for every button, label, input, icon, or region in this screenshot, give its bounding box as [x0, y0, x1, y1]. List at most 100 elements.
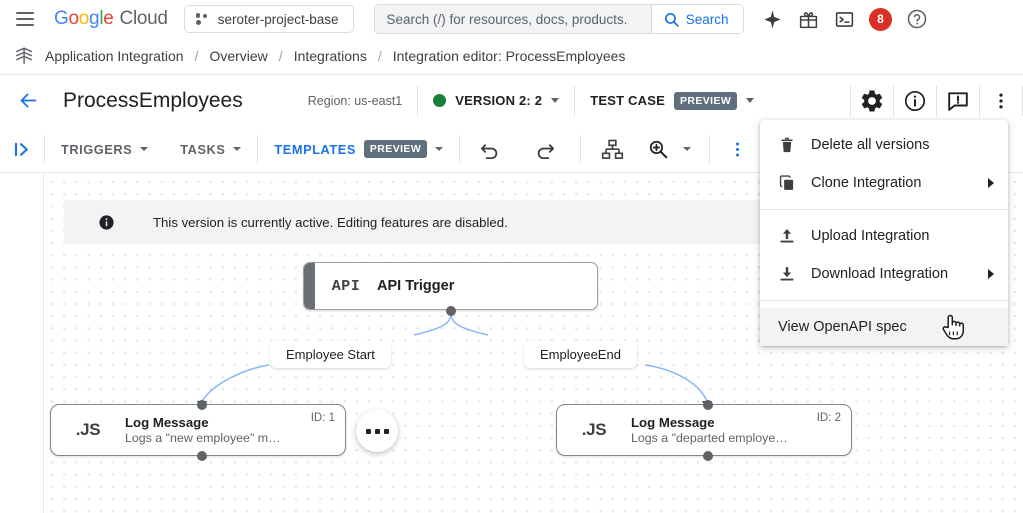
help-icon[interactable]: [900, 2, 934, 36]
menu-item-download-integration[interactable]: Download Integration: [760, 255, 1008, 293]
overflow-menu-icon[interactable]: [980, 80, 1022, 122]
undo-icon[interactable]: [468, 128, 510, 170]
feedback-icon[interactable]: [937, 80, 979, 122]
banner-text: This version is currently active. Editin…: [153, 214, 508, 230]
gemini-spark-icon[interactable]: [756, 2, 790, 36]
notifications-button[interactable]: 8: [864, 2, 898, 36]
node-input-port[interactable]: [703, 400, 713, 410]
cloud-wordmark: Cloud: [119, 8, 168, 29]
menu-item-view-openapi-spec[interactable]: View OpenAPI spec: [760, 308, 1008, 346]
templates-menu[interactable]: TEMPLATES PREVIEW: [258, 127, 459, 171]
divider: [850, 85, 851, 116]
editor-title-bar: ProcessEmployees Region: us-east1 VERSIO…: [0, 75, 1023, 126]
application-integration-icon: [14, 46, 36, 66]
node-title: API Trigger: [377, 278, 455, 294]
google-cloud-logo[interactable]: Google Cloud: [54, 8, 168, 30]
global-search[interactable]: Search: [373, 4, 744, 34]
project-name: seroter-project-base: [217, 11, 339, 27]
title-bar-icons: [850, 80, 1023, 122]
expand-left-panel-icon[interactable]: [0, 127, 44, 171]
preview-badge: PREVIEW: [673, 91, 738, 110]
breadcrumb-item-integrations[interactable]: Integrations: [293, 48, 367, 64]
version-selector[interactable]: VERSION 2: 2: [433, 93, 560, 108]
divider: [893, 85, 894, 116]
chevron-down-icon: [683, 147, 692, 151]
redo-icon[interactable]: [524, 128, 566, 170]
node-output-port[interactable]: [197, 451, 207, 461]
edge-label-employee-end[interactable]: EmployeeEnd: [524, 341, 637, 368]
menu-item-clone-integration[interactable]: Clone Integration: [760, 164, 1008, 202]
chevron-down-icon: [233, 147, 242, 151]
breadcrumb: Application Integration / Overview / Int…: [0, 38, 1023, 75]
node-output-port[interactable]: [446, 306, 456, 316]
triggers-menu[interactable]: TRIGGERS: [45, 127, 164, 171]
gift-icon[interactable]: [792, 2, 826, 36]
menu-item-delete-all-versions[interactable]: Delete all versions: [760, 126, 1008, 164]
chevron-down-icon: [140, 147, 149, 151]
notifications-badge: 8: [869, 7, 892, 31]
google-cloud-top-bar: Google Cloud seroter-project-base Search: [0, 0, 1023, 38]
breadcrumb-separator: /: [194, 48, 199, 64]
node-log-message-2[interactable]: .JS Log Message Logs a "departed employe…: [556, 404, 852, 456]
toolbar-overflow-icon[interactable]: [716, 128, 758, 170]
project-selector[interactable]: seroter-project-base: [183, 5, 354, 33]
cloud-shell-icon[interactable]: [828, 2, 862, 36]
region-label: Region: us-east1: [307, 93, 403, 108]
node-title: Log Message: [631, 415, 715, 430]
integration-overflow-menu: Delete all versions Clone Integration Up…: [760, 120, 1008, 346]
node-api-trigger[interactable]: API API Trigger: [303, 262, 598, 310]
node-log-message-1[interactable]: .JS Log Message Logs a "new employee" m……: [50, 404, 346, 456]
info-filled-icon: [98, 214, 115, 231]
node-body: Log Message Logs a "departed employe…: [631, 405, 851, 455]
divider: [709, 135, 711, 163]
submenu-arrow-icon: [988, 269, 994, 279]
divider: [44, 135, 45, 163]
node-id-label: ID: 1: [310, 412, 335, 424]
divider: [257, 135, 259, 163]
search-input[interactable]: [374, 5, 651, 33]
info-circle-icon[interactable]: [894, 80, 936, 122]
divider: [979, 85, 980, 116]
node-body: Log Message Logs a "new employee" m…: [125, 405, 345, 455]
test-case-button[interactable]: TEST CASE PREVIEW: [590, 91, 755, 110]
zoom-control[interactable]: [633, 127, 701, 171]
tasks-menu[interactable]: TASKS: [164, 127, 257, 171]
breadcrumb-item-integration-editor: Integration editor: ProcessEmployees: [392, 48, 626, 64]
canvas-left-gutter: [0, 173, 44, 513]
search-button[interactable]: Search: [650, 5, 743, 33]
version-active-status-dot: [433, 94, 447, 107]
node-output-port[interactable]: [703, 451, 713, 461]
breadcrumb-item-overview[interactable]: Overview: [209, 48, 268, 64]
settings-gear-icon[interactable]: [851, 80, 893, 122]
divider: [417, 85, 419, 116]
templates-preview-badge: PREVIEW: [363, 140, 428, 158]
upload-icon: [778, 227, 796, 245]
auto-layout-icon[interactable]: [591, 128, 633, 170]
hamburger-icon[interactable]: [8, 2, 42, 36]
node-input-port[interactable]: [197, 400, 207, 410]
node-accent-bar: [304, 263, 315, 309]
download-icon: [778, 265, 796, 283]
edge-label-text: EmployeeEnd: [540, 347, 621, 362]
edge-label-employee-start[interactable]: Employee Start: [270, 341, 391, 368]
js-glyph: .JS: [75, 420, 101, 439]
node-title: Log Message: [125, 415, 209, 430]
chevron-down-icon: [746, 98, 755, 103]
copy-icon: [778, 174, 796, 192]
triggers-label: TRIGGERS: [61, 141, 133, 157]
node-description: Logs a "departed employe…: [631, 431, 788, 445]
breadcrumb-separator: /: [377, 48, 382, 64]
google-wordmark: Google: [54, 8, 114, 29]
menu-divider: [760, 300, 1008, 301]
canvas-more-actions-fab[interactable]: [356, 410, 398, 452]
divider: [459, 135, 461, 163]
version-label: VERSION 2: 2: [455, 93, 543, 108]
menu-item-upload-integration[interactable]: Upload Integration: [760, 217, 1008, 255]
project-selector-icon: [195, 13, 209, 26]
menu-item-label: Download Integration: [811, 266, 949, 282]
top-bar-icons: 8: [756, 2, 934, 36]
menu-item-label: View OpenAPI spec: [778, 319, 907, 335]
breadcrumb-item-application-integration[interactable]: Application Integration: [45, 48, 184, 64]
back-arrow-icon[interactable]: [8, 81, 48, 121]
menu-item-label: Upload Integration: [811, 228, 930, 244]
